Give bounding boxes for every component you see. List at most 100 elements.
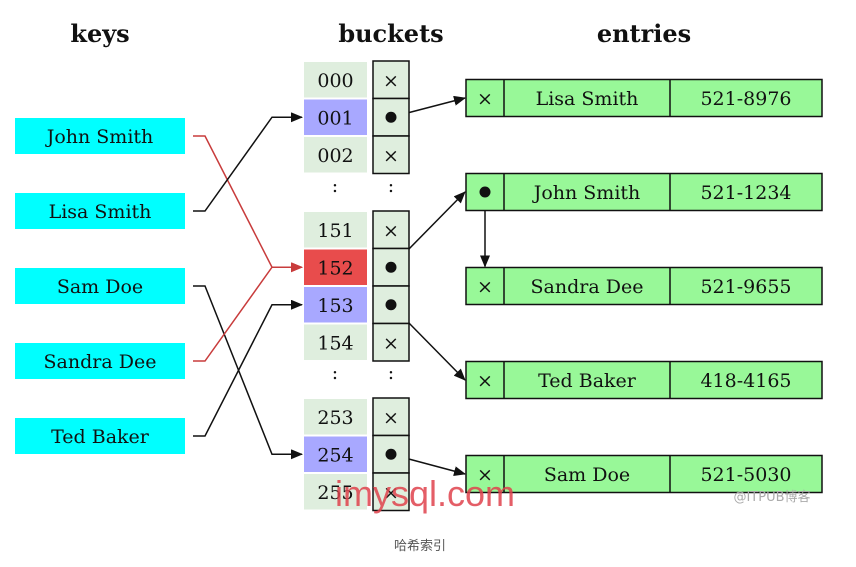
bucket-pointer-cell	[372, 210, 410, 250]
null-pointer-icon: ×	[383, 145, 399, 167]
entry-record: John Smith 521-1234	[465, 172, 823, 212]
key-hash-arrow	[193, 112, 303, 212]
bucket-index-label: 151	[317, 220, 353, 242]
key-box	[15, 343, 185, 379]
gap-marker: :	[332, 175, 338, 197]
bucket-index-cell	[304, 62, 367, 98]
collision-arrow	[193, 135, 303, 273]
pointer-dot	[385, 111, 397, 123]
entry-record: × Lisa Smith 521-8976	[465, 78, 823, 118]
bucket-index-label: 152	[317, 257, 353, 279]
null-pointer-icon: ×	[477, 464, 493, 486]
key-label: Sandra Dee	[44, 351, 157, 373]
bucket-index-cell	[304, 99, 367, 135]
bucket-pointer-cell	[372, 135, 410, 175]
key-item: Sam Doe	[15, 268, 185, 304]
entries-header: entries	[597, 19, 691, 48]
entry-box	[465, 266, 823, 306]
null-pointer-icon: ×	[383, 220, 399, 242]
entry-phone: 521-9655	[700, 276, 791, 298]
bucket-index-label: 154	[317, 332, 353, 354]
watermark-credit: @ITPUB博客	[733, 489, 810, 505]
entry-phone: 521-1234	[700, 182, 791, 204]
bucket-pointer-cell	[372, 60, 410, 100]
bucket-index-label: 001	[317, 107, 353, 129]
gap-marker: :	[332, 362, 338, 384]
null-pointer-icon: ×	[383, 70, 399, 92]
entry-name: Ted Baker	[538, 370, 637, 392]
entry-box	[465, 78, 823, 118]
null-pointer-icon: ×	[477, 370, 493, 392]
key-hash-arrow	[193, 299, 303, 437]
bucket-index-label: 153	[317, 295, 353, 317]
bucket-index-label: 002	[317, 145, 353, 167]
buckets-header: buckets	[338, 19, 443, 48]
bucket-row: 152	[304, 247, 410, 287]
gap-marker: :	[388, 362, 394, 384]
gap-marker: :	[388, 175, 394, 197]
key-label: Lisa Smith	[49, 201, 152, 223]
bucket-index-cell	[304, 137, 367, 173]
pointer-dot	[385, 448, 397, 460]
bucket-pointer-cell	[372, 322, 410, 362]
key-label: Ted Baker	[51, 426, 150, 448]
bucket-pointer-cell	[372, 472, 410, 512]
bucket-row: 255 ×	[304, 472, 410, 512]
entry-box	[465, 172, 823, 212]
null-pointer-icon: ×	[383, 482, 399, 504]
key-box	[15, 193, 185, 229]
key-item: John Smith	[15, 118, 185, 154]
null-pointer-icon: ×	[477, 88, 493, 110]
bucket-row: 154 ×	[304, 322, 410, 362]
pointer-dot	[385, 299, 397, 311]
null-pointer-icon: ×	[383, 332, 399, 354]
bucket-index-label: 254	[317, 444, 353, 466]
key-item: Sandra Dee	[15, 343, 185, 379]
bucket-row: 254	[304, 434, 410, 474]
pointer-dot	[479, 186, 491, 198]
entry-box	[465, 454, 823, 494]
entry-name: Lisa Smith	[536, 88, 639, 110]
key-label: Sam Doe	[57, 276, 143, 298]
bucket-row: 002 ×	[304, 135, 410, 175]
entry-name: Sam Doe	[544, 464, 630, 486]
figure-caption: 哈希索引	[394, 539, 446, 554]
pointer-dot	[385, 261, 397, 273]
bucket-index-label: 253	[317, 407, 353, 429]
entry-record: × Sandra Dee 521-9655	[465, 266, 823, 306]
bucket-index-label: 255	[317, 482, 353, 504]
null-pointer-icon: ×	[477, 276, 493, 298]
key-box	[15, 118, 185, 154]
keys-header: keys	[70, 19, 129, 48]
key-label: John Smith	[45, 126, 154, 148]
bucket-index-cell	[304, 436, 367, 472]
bucket-index-cell	[304, 287, 367, 323]
null-pointer-icon: ×	[383, 407, 399, 429]
collision-arrow	[193, 262, 303, 362]
bucket-index-cell	[304, 249, 367, 285]
bucket-index-label: 000	[317, 70, 353, 92]
key-item: Ted Baker	[15, 418, 185, 454]
entry-box	[465, 360, 823, 400]
bucket-row: 153	[304, 285, 410, 325]
key-item: Lisa Smith	[15, 193, 185, 229]
bucket-index-cell	[304, 399, 367, 435]
bucket-row: 001	[304, 97, 410, 137]
entry-phone: 521-8976	[700, 88, 791, 110]
key-box	[15, 418, 185, 454]
entry-name: John Smith	[532, 182, 641, 204]
bucket-row: 253 ×	[304, 397, 410, 437]
bucket-index-cell	[304, 212, 367, 248]
entry-record: × Sam Doe 521-5030	[465, 454, 823, 494]
bucket-row: 151 ×	[304, 210, 410, 250]
bucket-row: 000 ×	[304, 60, 410, 100]
bucket-index-cell	[304, 324, 367, 360]
entry-name: Sandra Dee	[531, 276, 644, 298]
entry-phone: 521-5030	[700, 464, 791, 486]
key-box	[15, 268, 185, 304]
